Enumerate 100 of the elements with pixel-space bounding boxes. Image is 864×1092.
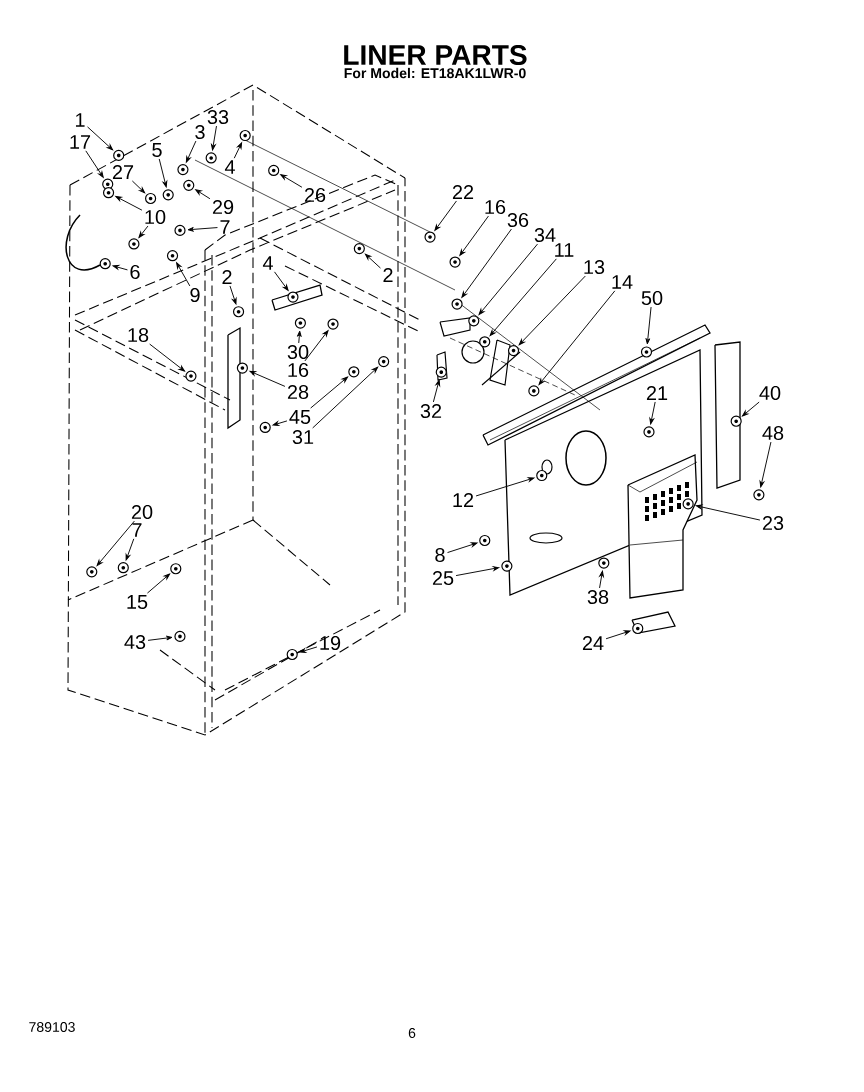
callout-number: 32 [420,403,442,419]
leader-line [299,646,318,653]
part-drawing [239,129,251,142]
leader-line [455,566,500,577]
callout-number: 38 [587,589,609,605]
callout-number: 7 [132,523,142,537]
part-drawing [286,648,298,661]
leader-line [605,630,631,640]
callout-number: 20 [131,504,153,520]
callout-number: 21 [646,386,668,400]
part-drawing [259,421,271,434]
leader-line [461,228,512,298]
part-drawing [327,318,339,330]
callout-number: 8 [435,547,445,563]
leader-line [272,420,288,426]
callout-number: 2 [222,270,232,284]
leader-line [185,140,197,163]
part-drawing [103,187,115,199]
part-drawing [174,224,186,236]
leader-line [115,196,143,211]
leader-line [364,253,381,269]
leader-line [229,285,237,305]
leader-line [147,635,173,641]
leader-line [649,401,656,425]
leader-line [131,180,146,194]
callout-number: 45 [289,410,311,424]
part-drawing [468,315,480,327]
callout-number: 10 [145,209,166,225]
page-number: 6 [408,1028,416,1038]
callout-number: 15 [127,595,148,609]
part-drawing [86,566,98,578]
part-drawing [435,366,447,378]
leader-line [233,142,243,159]
leader-line [447,542,478,554]
leader-line [158,158,168,188]
callout-number: 5 [152,143,162,157]
part-drawing [632,622,644,635]
callout-number: 28 [287,384,309,400]
leader-line [310,376,349,409]
part-drawing [128,238,140,250]
part-drawing [479,534,491,547]
leader-line [478,243,538,316]
part-drawing [268,164,280,177]
leader-line [146,573,171,594]
callout-number: 22 [452,185,474,199]
part-drawing [730,415,742,427]
leader-line [759,441,772,488]
leader-line [211,125,217,151]
part-drawing [294,317,306,329]
part-drawing [643,426,655,438]
part-drawing [378,356,390,368]
part-drawing [682,498,694,510]
part-drawing [232,306,245,318]
callout-number: 29 [212,199,234,215]
leader-line [176,262,191,287]
callout-number: 34 [534,227,556,243]
callout-number: 50 [641,290,663,306]
leader-line [187,227,218,232]
part-drawing [177,164,189,176]
callout-number: 13 [584,259,605,275]
part-drawing [166,250,179,262]
leader-line [112,265,128,271]
part-drawing [536,469,548,482]
callout-number: 31 [292,429,314,445]
part-drawing [424,231,436,243]
callout-number: 16 [485,199,506,215]
part-drawing [183,179,195,191]
leader-line [434,200,457,231]
part-drawing [162,189,174,201]
part-drawing [598,557,610,569]
leader-line [695,504,761,521]
callout-number: 24 [582,636,604,650]
drawing-number: 789103 [29,1022,75,1032]
leader-line [538,290,616,386]
part-drawing [170,563,182,575]
part-drawing [507,345,520,357]
callout-number: 6 [130,264,140,280]
callout-number: 19 [320,635,341,651]
callout-number: 48 [762,425,784,441]
leader-line [304,330,329,362]
callout-number: 14 [612,275,633,289]
leader-line [489,258,557,337]
callout-number: 4 [224,160,235,174]
leader-line [645,306,652,345]
callout-number: 30 [287,344,309,360]
callout-number: 12 [453,493,474,507]
callout-number: 7 [220,220,230,234]
callout-number: 1 [76,113,85,127]
part-drawing [145,192,157,205]
part-drawing [99,258,111,270]
part-drawing [185,370,197,382]
callout-number: 26 [304,187,326,203]
part-drawing [451,298,463,310]
part-drawing [287,291,299,303]
callout-number: 23 [762,515,784,531]
callout-number: 3 [195,124,205,140]
callout-number: 2 [383,268,393,282]
leader-line [280,174,303,188]
part-drawing [348,366,360,378]
leader-line [274,271,289,291]
